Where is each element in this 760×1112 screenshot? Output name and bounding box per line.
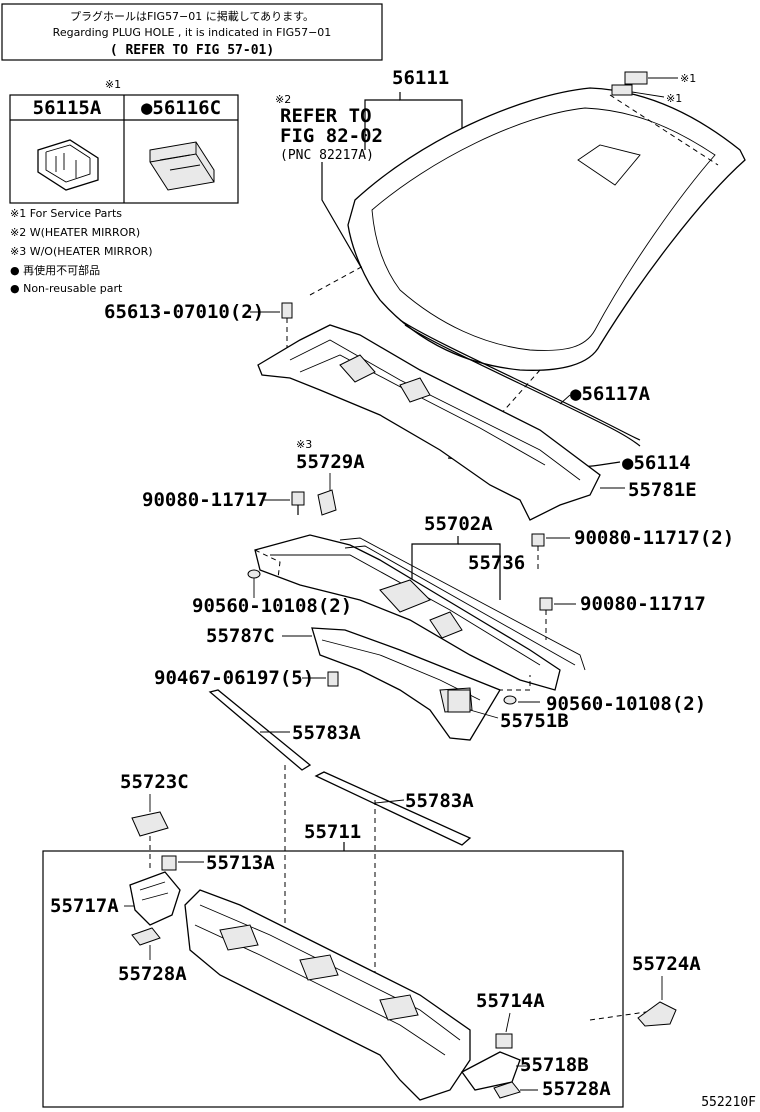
cowl-panel-frame [42, 850, 624, 1108]
legend-item-non-reusable: ● Non-reusable part [10, 282, 123, 295]
refer-note: ※2 REFER TO FIG 82-02 (PNC 82217A) [275, 93, 383, 301]
part-55736-label: 55736 [468, 552, 525, 574]
legend: ※1 For Service Parts ※2 W(HEATER MIRROR)… [10, 207, 153, 295]
refer-line-3: (PNC 82217A) [280, 148, 374, 163]
cowl-panel-group: 55711 [42, 765, 661, 1108]
legend-item-service-parts: ※1 For Service Parts [10, 207, 122, 220]
windshield-glass: 56111 ※1 ※1 [309, 67, 746, 416]
part-90080b-label: 90080-11717(2) [574, 527, 734, 549]
part-90080a-label: 90080-11717 [142, 489, 268, 511]
notice-line-3: ( REFER TO FIG 57-01) [110, 43, 274, 58]
part-55781E-label: 55781E [628, 479, 697, 501]
part-55717A-label: 55717A [50, 895, 119, 917]
bracket-55717A: 55717A [50, 871, 181, 926]
part-55751B: 55751B [447, 689, 569, 732]
clip-90467: 90467-06197(5) [154, 667, 339, 689]
notice-box: プラグホールはFIG57−01 に掲載してあります。 Regarding PLU… [1, 3, 383, 61]
bolt-90080-left: 90080-11717 [142, 489, 305, 515]
seal-55783A-right: 55783A [314, 771, 474, 846]
part-55702A-label: 55702A [424, 513, 493, 535]
refer-line-1: REFER TO [280, 105, 372, 127]
refer-line-2: FIG 82-02 [280, 125, 383, 147]
part-55728A-label-1: 55728A [118, 963, 187, 985]
part-55718B-label: 55718B [520, 1054, 589, 1076]
clip-service-part-1 [624, 71, 648, 85]
part-90560b-label: 90560-10108(2) [546, 693, 706, 715]
notice-line-2: Regarding PLUG HOLE , it is indicated in… [53, 26, 332, 39]
bracket-55723C: 55723C [120, 771, 189, 837]
part-55751B-label: 55751B [500, 710, 569, 732]
part-56114-label: ●56114 [622, 452, 691, 474]
bracket-55724A: 55724A [632, 953, 701, 1027]
washer-90560-right: 90560-10108(2) [503, 693, 706, 715]
cowl-panel-55711 [184, 889, 471, 1101]
part-90560a-label: 90560-10108(2) [192, 595, 352, 617]
part-56115A-label: 56115A [33, 97, 102, 119]
washer-90560-left: 90560-10108(2) [192, 569, 352, 617]
service-table-mark: ※1 [105, 78, 121, 91]
part-56116C-drawing [149, 141, 215, 191]
service-parts-table: ※1 56115A ●56116C [9, 78, 239, 204]
part-55728A-label-2: 55728A [542, 1078, 611, 1100]
part-65613-label: 65613-07010(2) [104, 301, 264, 323]
part-90080c-label: 90080-11717 [580, 593, 706, 615]
part-55723C-label: 55723C [120, 771, 189, 793]
part-90467-label: 90467-06197(5) [154, 667, 314, 689]
refer-mark: ※2 [275, 93, 291, 106]
weatherstrip-56117A: ●56117A [399, 319, 651, 447]
cowl-top-panel: 55781E [257, 324, 697, 521]
mark-service-1b: ※1 [666, 92, 682, 105]
legend-item-non-reusable-jp: ● 再使用不可部品 [10, 263, 100, 277]
mark-3: ※3 [296, 438, 312, 451]
pad-55728A-right: 55728A [493, 1078, 611, 1100]
part-55783A-label-1: 55783A [292, 722, 361, 744]
part-55724A-label: 55724A [632, 953, 701, 975]
part-56116C-label: ●56116C [141, 97, 221, 119]
part-55713A-label: 55713A [206, 852, 275, 874]
part-56117A-label: ●56117A [570, 383, 651, 405]
notice-line-1: プラグホールはFIG57−01 に掲載してあります。 [70, 9, 314, 23]
mark-service-1a: ※1 [680, 72, 696, 85]
legend-item-heater-mirror: ※2 W(HEATER MIRROR) [10, 226, 140, 239]
seal-55783A-left: 55783A [208, 689, 361, 771]
clip-55714A: 55714A [476, 990, 545, 1049]
legend-item-without-heater-mirror: ※3 W/O(HEATER MIRROR) [10, 245, 153, 258]
bolt-90080-lower: 90080-11717 [539, 593, 706, 640]
wiper-link-assembly: 55702A 55736 [254, 513, 586, 691]
part-55787C-label: 55787C [206, 625, 275, 647]
screw-65613: 65613-07010(2) [104, 301, 293, 350]
figure-id: 552210F [701, 1095, 756, 1110]
bracket-55718B: 55718B [461, 1051, 589, 1091]
bolt-90080-right-pair: 90080-11717(2) [531, 527, 734, 570]
part-55711-label: 55711 [304, 821, 361, 843]
pad-55728A-left: 55728A [118, 927, 187, 985]
part-55729A-label: 55729A [296, 451, 365, 473]
bracket-55729A: ※3 55729A [296, 438, 365, 516]
clip-service-part-2 [611, 84, 633, 96]
part-55783A-label-2: 55783A [405, 790, 474, 812]
part-55714A-label: 55714A [476, 990, 545, 1012]
part-56115A-drawing [37, 139, 99, 191]
part-56111-label: 56111 [392, 67, 449, 89]
clip-55713A: 55713A [161, 852, 275, 874]
